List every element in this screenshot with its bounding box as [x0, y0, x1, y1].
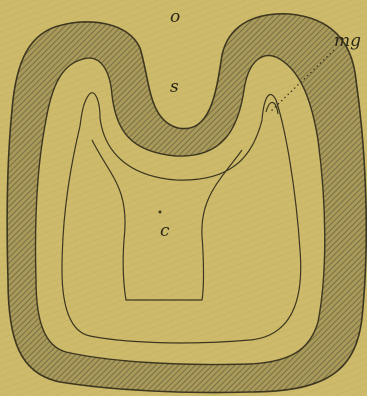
label-s: s	[170, 77, 179, 97]
dot-mark	[159, 211, 162, 214]
label-c: c	[160, 221, 170, 241]
label-mg: mg	[334, 31, 361, 51]
label-o: o	[170, 7, 180, 27]
